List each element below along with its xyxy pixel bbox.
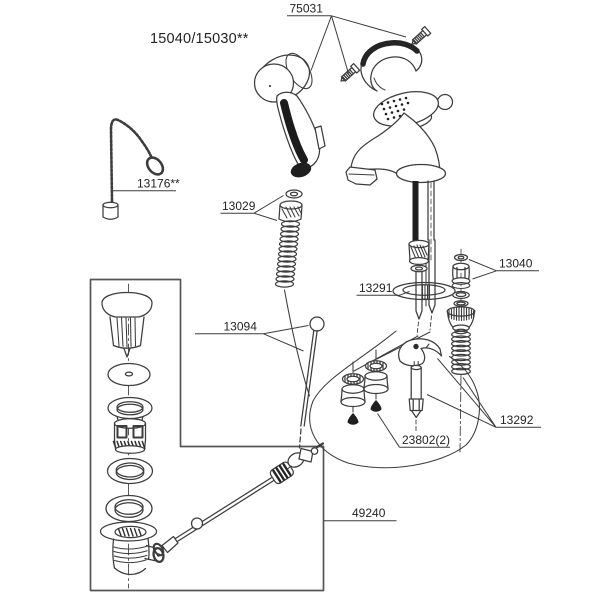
mounting-clip bbox=[360, 40, 423, 92]
sprayer-hose bbox=[274, 189, 311, 397]
svg-text:49240: 49240 bbox=[352, 506, 386, 520]
check-valves bbox=[340, 349, 389, 426]
svg-text:13029: 13029 bbox=[222, 199, 256, 213]
faucet-handle-knob bbox=[436, 93, 454, 111]
handle-dot-pattern bbox=[380, 96, 410, 121]
callout-13094: 13094 bbox=[195, 320, 309, 352]
flange-gasket bbox=[392, 281, 456, 301]
grouping-loop bbox=[309, 330, 480, 469]
mounting-stud bbox=[408, 360, 424, 432]
svg-text:13094: 13094 bbox=[224, 320, 258, 334]
callout-13029: 13029 bbox=[220, 195, 284, 221]
retaining-clamp bbox=[398, 338, 443, 367]
pull-chain bbox=[102, 118, 165, 220]
drain-assembly bbox=[99, 283, 165, 589]
supply-connector-set bbox=[446, 248, 476, 453]
tailpipes bbox=[353, 180, 436, 372]
drain-group-box bbox=[89, 278, 325, 592]
check-valve bbox=[340, 373, 366, 426]
callout-23802: 23802(2) bbox=[377, 413, 450, 448]
sprayer bbox=[253, 52, 326, 178]
faucet-aerator bbox=[345, 166, 378, 186]
page-title: 15040/15030** bbox=[150, 31, 249, 47]
check-valve bbox=[363, 360, 389, 413]
screw bbox=[337, 63, 361, 85]
lift-rod bbox=[298, 316, 325, 449]
svg-text:23802(2): 23802(2) bbox=[402, 433, 450, 447]
faucet bbox=[345, 91, 454, 186]
callout-13291: 13291 bbox=[356, 281, 410, 296]
pivot-rod bbox=[152, 442, 325, 557]
sprayer-nozzle bbox=[290, 162, 312, 178]
svg-text:13040: 13040 bbox=[499, 257, 533, 271]
callout-13040: 13040 bbox=[468, 257, 539, 280]
callout-13292: 13292 bbox=[426, 358, 541, 428]
screw bbox=[408, 26, 432, 48]
callout-75031: 75031 bbox=[287, 2, 407, 74]
faucet-base bbox=[395, 163, 447, 184]
svg-text:75031: 75031 bbox=[290, 2, 324, 16]
svg-text:13292: 13292 bbox=[500, 413, 534, 427]
callout-49240: 49240 bbox=[323, 506, 397, 522]
svg-text:13176**: 13176** bbox=[137, 177, 180, 191]
callouts: 15040/15030** 75031 13176** 13029 13040 … bbox=[112, 2, 541, 522]
callout-13176: 13176** bbox=[112, 177, 180, 192]
svg-text:13291: 13291 bbox=[359, 281, 393, 295]
